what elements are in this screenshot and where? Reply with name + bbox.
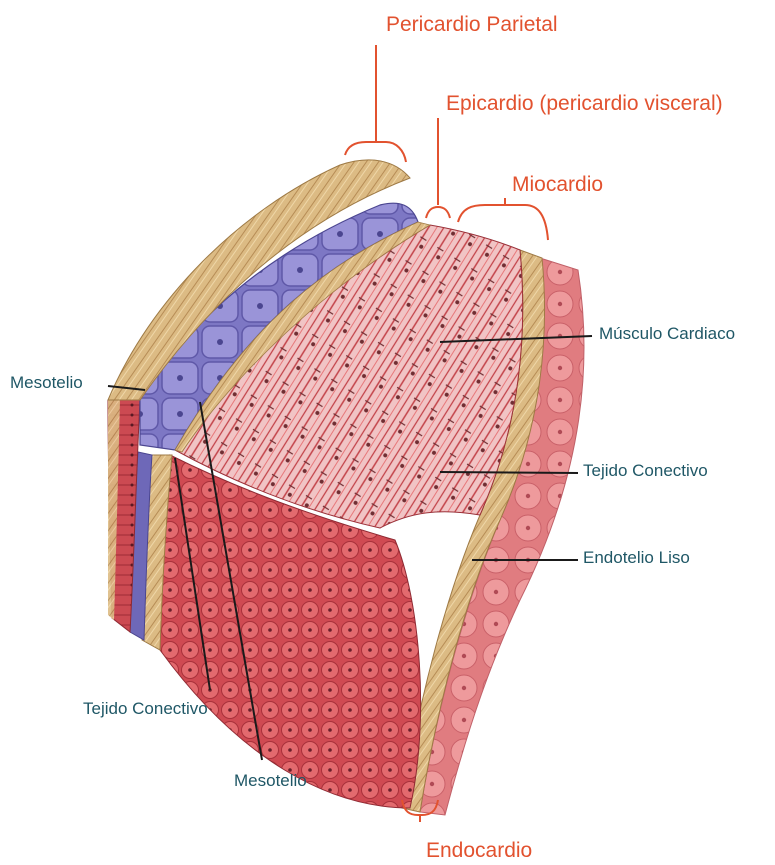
label-pericardio-parietal: Pericardio Parietal — [386, 14, 558, 35]
label-miocardio: Miocardio — [512, 174, 603, 195]
label-tejido-conectivo-right: Tejido Conectivo — [583, 462, 708, 479]
label-tejido-conectivo-bottom: Tejido Conectivo — [83, 700, 208, 717]
label-mesotelio-left: Mesotelio — [10, 374, 83, 391]
label-musculo-cardiaco: Músculo Cardiaco — [599, 325, 735, 342]
label-mesotelio-bottom: Mesotelio — [234, 772, 307, 789]
label-epicardio: Epicardio (pericardio visceral) — [446, 93, 723, 114]
label-endotelio-liso: Endotelio Liso — [583, 549, 690, 566]
label-endocardio: Endocardio — [426, 840, 532, 861]
